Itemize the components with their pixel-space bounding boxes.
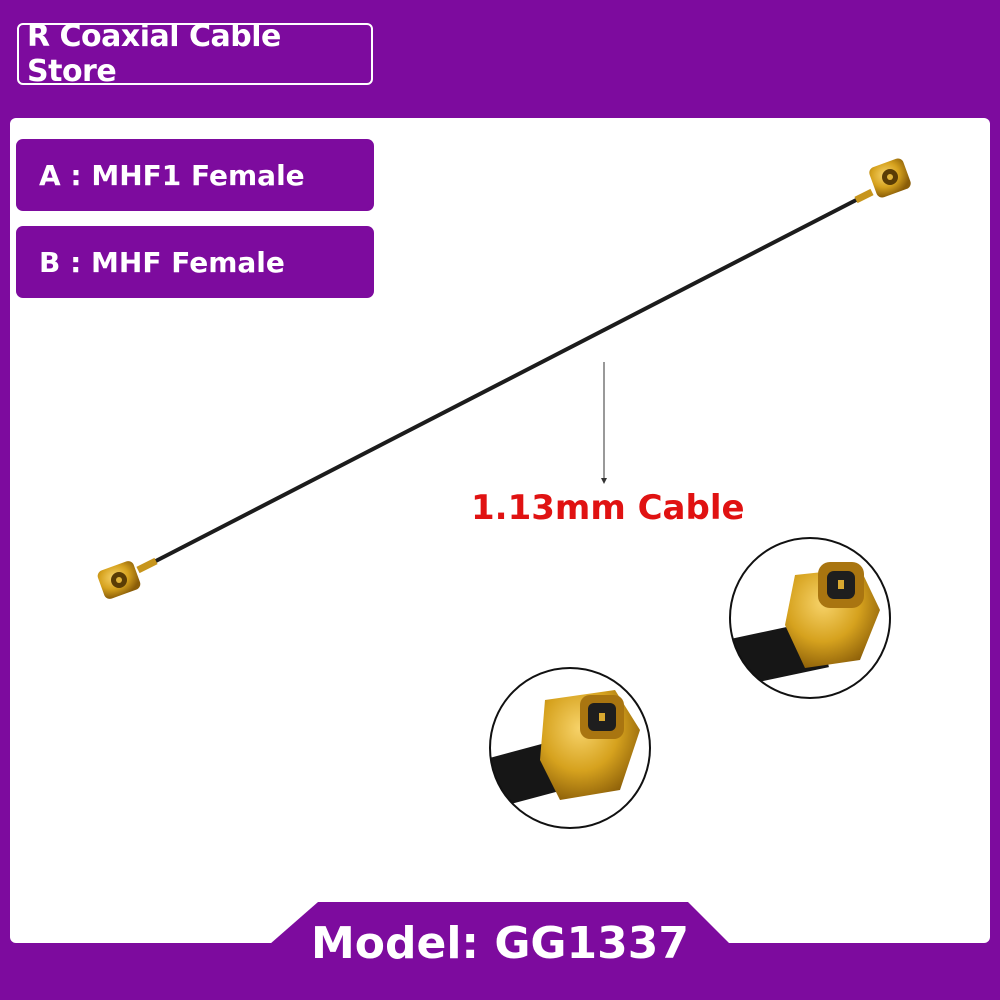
store-name: R Coaxial Cable Store: [27, 19, 281, 89]
connector-right-icon: [869, 158, 911, 198]
model-label: Model: GG1337: [310, 918, 690, 969]
connector-left-icon: [97, 561, 141, 599]
connector-a-label: A : MHF1 Female: [17, 140, 373, 210]
model-tab-shape: [270, 902, 730, 1000]
zoom-connector-a-icon: [489, 667, 651, 829]
connector-b-label: B : MHF Female: [17, 227, 373, 297]
cable-label: 1.13mm Cable: [471, 488, 745, 528]
store-name-badge: R Coaxial Cable Store: [17, 19, 373, 89]
coaxial-cable: [149, 195, 863, 566]
zoom-connector-b-icon: [729, 537, 891, 699]
ferrule-left: [136, 557, 158, 574]
ferrule-right: [854, 188, 874, 204]
connector-a-box: A : MHF1 Female: [13, 136, 377, 214]
connector-b-box: B : MHF Female: [13, 223, 377, 301]
